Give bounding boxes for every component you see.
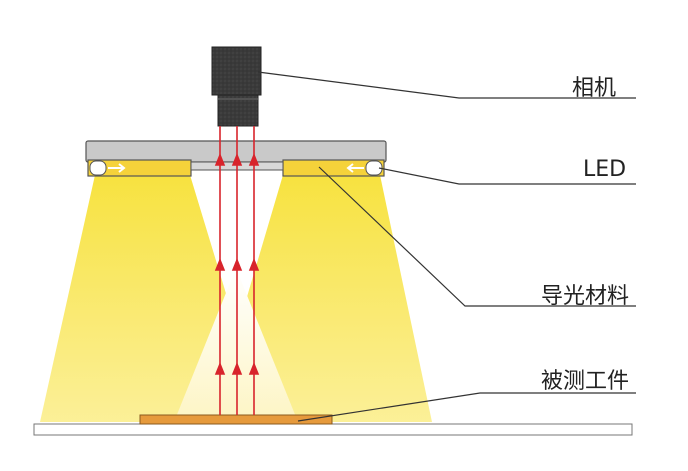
arrow-up-icon: [214, 361, 226, 375]
light-guide-leader-line: [318, 166, 636, 307]
camera-label: 相机: [572, 76, 617, 101]
arrow-up-icon: [248, 361, 260, 375]
arrow-up-icon: [214, 257, 226, 271]
arrow-up-icon: [231, 152, 243, 166]
reflected-rays: [214, 126, 260, 415]
workpiece: [139, 414, 333, 425]
arrow-up-icon: [231, 361, 243, 375]
workpiece-leader-line: [297, 392, 636, 422]
led-label: LED: [583, 157, 627, 182]
arrow-up-icon: [214, 152, 226, 166]
arrow-up-icon: [248, 152, 260, 166]
arrow-up-icon: [231, 257, 243, 271]
left-led-cap: [89, 160, 107, 176]
lower-pale-zone: [174, 268, 298, 422]
base-plate: [33, 423, 633, 436]
workpiece-label: 被测工件: [541, 369, 630, 394]
camera-lens: [217, 94, 259, 127]
left-light-arrow-icon: [108, 163, 126, 173]
right-light-arrow-icon: [346, 163, 364, 173]
light-guide-label: 导光材料: [541, 284, 630, 309]
camera-icon: [211, 46, 262, 96]
camera-leader-line: [257, 71, 636, 99]
led-leader-line: [378, 167, 636, 185]
arrow-up-icon: [248, 257, 260, 271]
